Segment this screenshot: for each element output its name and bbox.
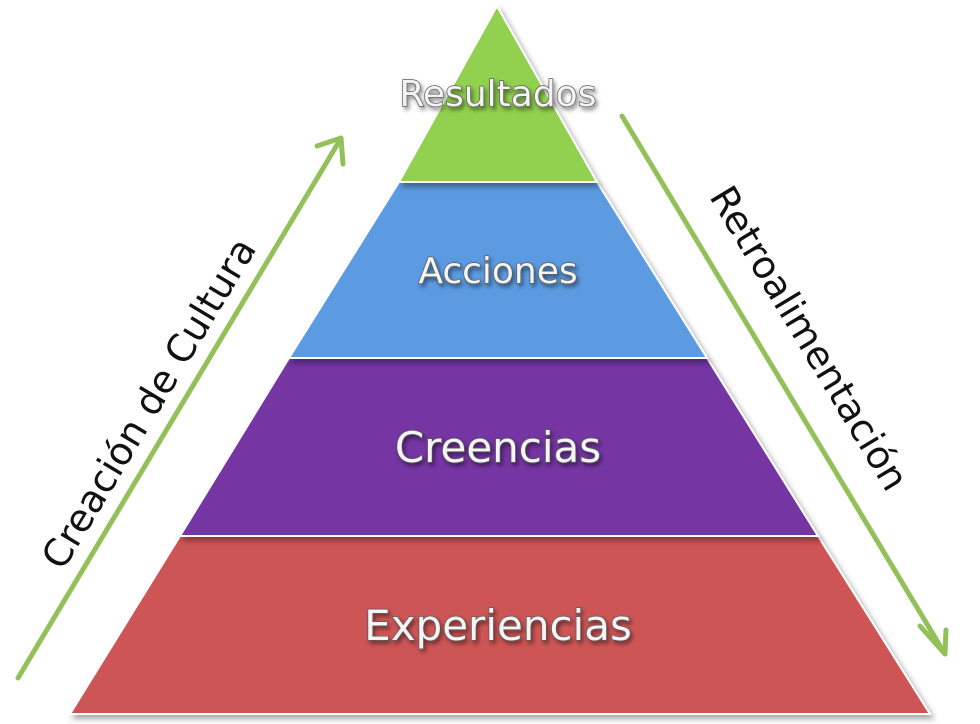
pyramid-labels: Resultados Acciones Creencias Experienci… [363,73,632,650]
arrow-up-left [15,137,343,681]
label-acciones: Acciones [418,251,577,292]
pyramid-layers [68,3,932,715]
layer-resultados [397,3,599,183]
side-arrows [15,113,949,681]
arrowhead-down-right [917,623,949,657]
label-creencias: Creencias [395,423,601,472]
label-resultados: Resultados [400,74,597,115]
arrow-down-right [619,113,948,657]
arrowhead-up-left [314,135,346,167]
label-experiencias: Experiencias [364,601,632,650]
